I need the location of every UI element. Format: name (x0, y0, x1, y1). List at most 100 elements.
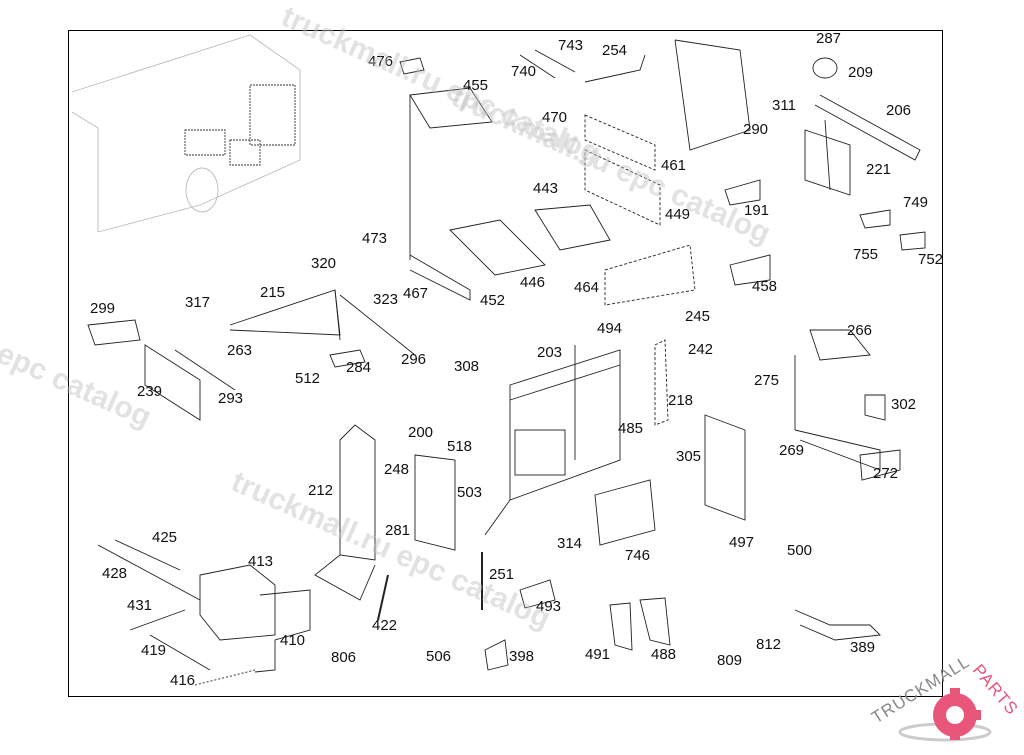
part-206-rail (814, 94, 921, 161)
part-label-473[interactable]: 473 (362, 230, 388, 247)
part-458-bracket (729, 254, 771, 286)
part-label-413[interactable]: 413 (248, 553, 274, 570)
part-label-284[interactable]: 284 (346, 359, 372, 376)
part-221-frame (804, 119, 851, 196)
truck-overview-icon (71, 34, 301, 233)
part-label-455[interactable]: 455 (463, 77, 489, 94)
part-label-452[interactable]: 452 (480, 292, 506, 309)
truckmallparts-logo: TRUCKMALL PARTS (860, 652, 1022, 750)
part-label-314[interactable]: 314 (557, 535, 583, 552)
part-label-254[interactable]: 254 (602, 42, 628, 59)
diagram-frame (68, 30, 943, 697)
part-label-215[interactable]: 215 (260, 284, 286, 301)
part-label-239[interactable]: 239 (137, 383, 163, 400)
part-label-299[interactable]: 299 (90, 300, 116, 317)
part-label-755[interactable]: 755 (853, 246, 879, 263)
part-label-293[interactable]: 293 (218, 390, 244, 407)
part-label-272[interactable]: 272 (873, 465, 899, 482)
part-label-218[interactable]: 218 (668, 392, 694, 409)
part-203-cab-frame (484, 345, 621, 536)
part-label-428[interactable]: 428 (102, 565, 128, 582)
part-label-806[interactable]: 806 (331, 649, 357, 666)
part-label-431[interactable]: 431 (127, 597, 153, 614)
part-label-269[interactable]: 269 (779, 442, 805, 459)
part-label-494[interactable]: 494 (597, 320, 623, 337)
part-398-bracket (484, 639, 509, 671)
part-label-275[interactable]: 275 (754, 372, 780, 389)
part-label-746[interactable]: 746 (625, 547, 651, 564)
part-749-clip (859, 209, 891, 229)
part-label-242[interactable]: 242 (688, 341, 714, 358)
part-label-191[interactable]: 191 (744, 202, 770, 219)
part-218-pillar (654, 339, 669, 426)
part-label-446[interactable]: 446 (520, 274, 546, 291)
part-label-476[interactable]: 476 (368, 53, 394, 70)
part-label-251[interactable]: 251 (489, 566, 515, 583)
part-label-200[interactable]: 200 (408, 424, 434, 441)
part-label-425[interactable]: 425 (152, 529, 178, 546)
part-label-443[interactable]: 443 (533, 180, 559, 197)
part-label-416[interactable]: 416 (170, 672, 196, 689)
truck-overview-detail (184, 84, 296, 166)
part-label-497[interactable]: 497 (729, 534, 755, 551)
part-label-221[interactable]: 221 (866, 161, 892, 178)
part-label-740[interactable]: 740 (511, 63, 537, 80)
part-label-485[interactable]: 485 (618, 420, 644, 437)
part-label-422[interactable]: 422 (372, 617, 398, 634)
part-label-281[interactable]: 281 (385, 522, 411, 539)
part-label-263[interactable]: 263 (227, 342, 253, 359)
part-label-512[interactable]: 512 (295, 370, 321, 387)
part-label-518[interactable]: 518 (447, 438, 473, 455)
part-label-296[interactable]: 296 (401, 351, 427, 368)
part-label-203[interactable]: 203 (537, 344, 563, 361)
part-label-317[interactable]: 317 (185, 294, 211, 311)
part-label-461[interactable]: 461 (661, 157, 687, 174)
part-label-493[interactable]: 493 (536, 598, 562, 615)
part-491-bracket (609, 602, 633, 651)
part-284-grip (329, 349, 366, 368)
part-label-389[interactable]: 389 (850, 639, 876, 656)
part-419-rail (149, 634, 211, 671)
part-label-266[interactable]: 266 (847, 322, 873, 339)
part-label-488[interactable]: 488 (651, 646, 677, 663)
part-label-491[interactable]: 491 (585, 646, 611, 663)
part-239-panel (144, 344, 201, 421)
part-label-458[interactable]: 458 (752, 278, 778, 295)
part-label-308[interactable]: 308 (454, 358, 480, 375)
part-488-bracket (639, 597, 671, 646)
part-label-206[interactable]: 206 (886, 102, 912, 119)
part-label-320[interactable]: 320 (311, 255, 337, 272)
part-746-box (594, 479, 656, 546)
part-label-245[interactable]: 245 (685, 308, 711, 325)
part-label-503[interactable]: 503 (457, 484, 483, 501)
part-label-752[interactable]: 752 (918, 251, 944, 268)
part-389-step (794, 609, 881, 641)
part-label-812[interactable]: 812 (756, 636, 782, 653)
part-label-467[interactable]: 467 (403, 285, 429, 302)
part-label-305[interactable]: 305 (676, 448, 702, 465)
part-label-209[interactable]: 209 (848, 64, 874, 81)
part-label-410[interactable]: 410 (280, 632, 306, 649)
part-label-398[interactable]: 398 (509, 648, 535, 665)
part-425-rail (114, 539, 181, 571)
part-label-302[interactable]: 302 (891, 396, 917, 413)
part-464-panel (604, 244, 696, 306)
part-label-323[interactable]: 323 (373, 291, 399, 308)
part-215-frame (229, 289, 416, 356)
part-label-743[interactable]: 743 (558, 37, 584, 54)
part-label-449[interactable]: 449 (665, 206, 691, 223)
part-label-749[interactable]: 749 (903, 194, 929, 211)
part-label-470[interactable]: 470 (542, 109, 568, 126)
part-label-212[interactable]: 212 (308, 482, 334, 499)
part-label-419[interactable]: 419 (141, 642, 167, 659)
part-label-311[interactable]: 311 (772, 97, 796, 114)
part-label-287[interactable]: 287 (816, 30, 842, 47)
part-label-500[interactable]: 500 (787, 542, 813, 559)
part-743-strip (534, 49, 576, 73)
part-label-248[interactable]: 248 (384, 461, 410, 478)
part-label-290[interactable]: 290 (743, 121, 769, 138)
part-label-464[interactable]: 464 (574, 279, 600, 296)
part-455-panel (409, 87, 493, 260)
part-label-506[interactable]: 506 (426, 648, 452, 665)
part-label-809[interactable]: 809 (717, 652, 743, 669)
